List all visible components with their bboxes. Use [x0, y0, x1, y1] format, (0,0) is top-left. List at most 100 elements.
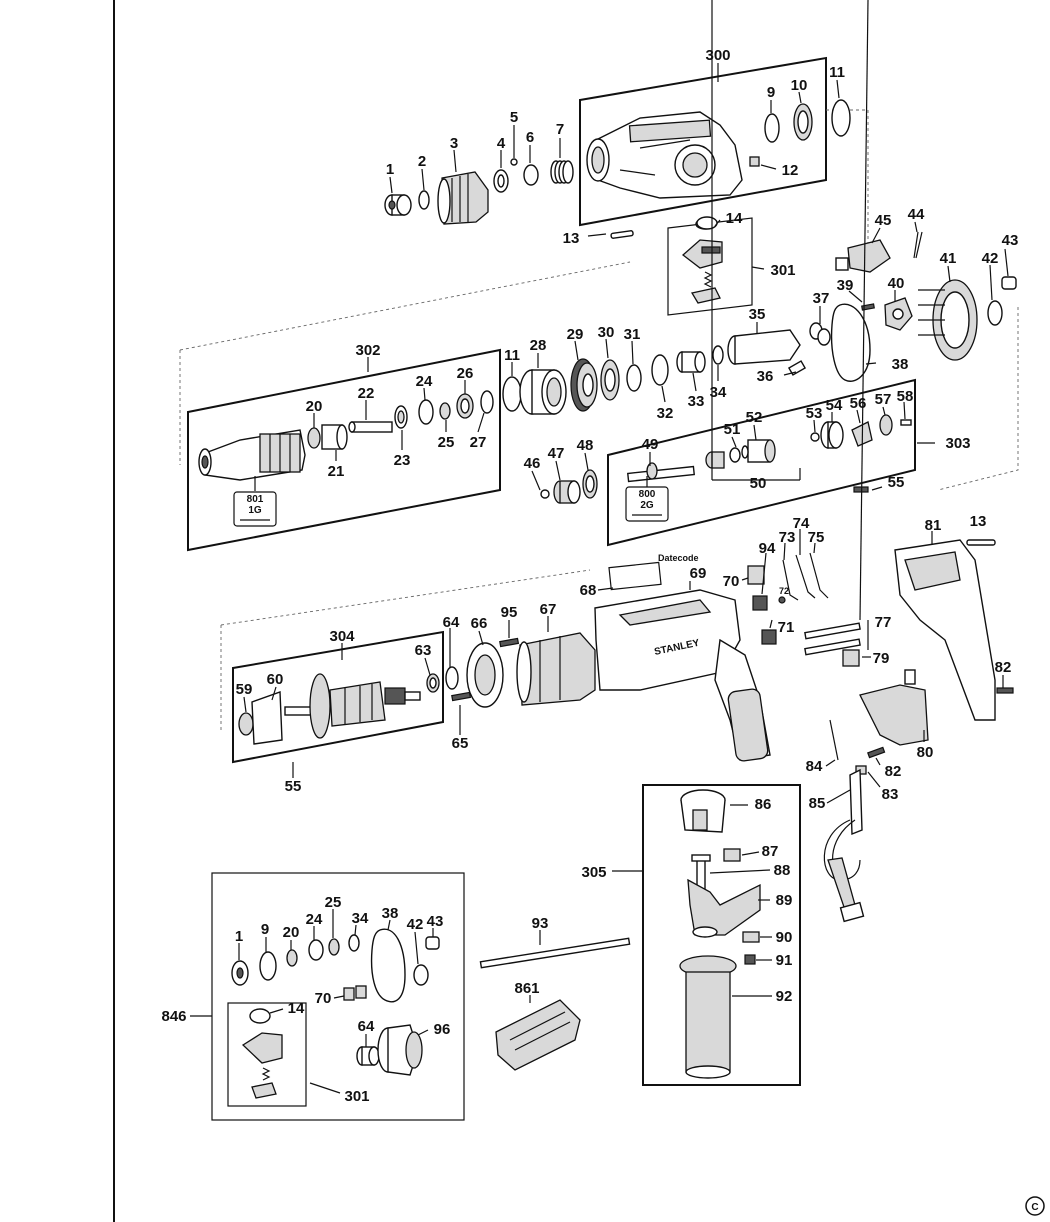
svg-text:46: 46: [524, 455, 541, 472]
svg-text:55: 55: [285, 778, 302, 795]
part-77-leads: [804, 622, 861, 656]
part-3-sleeve: [437, 171, 489, 225]
svg-text:7: 7: [556, 121, 564, 138]
part-69-motor-housing: STANLEY: [594, 589, 771, 762]
svg-text:43: 43: [427, 913, 444, 930]
svg-text:94: 94: [759, 540, 776, 557]
svg-text:1G: 1G: [248, 505, 262, 516]
svg-text:800: 800: [639, 489, 656, 500]
svg-text:85: 85: [809, 795, 826, 812]
part-6-ring: [523, 164, 539, 186]
part-44-spring-clip: [913, 231, 923, 259]
svg-text:93: 93: [532, 915, 549, 932]
svg-text:70: 70: [723, 573, 740, 590]
svg-text:2G: 2G: [640, 500, 654, 511]
part-24-ring: [418, 399, 434, 425]
svg-text:50: 50: [750, 475, 767, 492]
svg-text:28: 28: [530, 337, 547, 354]
svg-text:81: 81: [925, 517, 942, 534]
part-59-bearing: [238, 712, 254, 736]
part-53-washer: [810, 432, 820, 442]
part-33-piston: [676, 351, 706, 373]
svg-text:38: 38: [892, 356, 909, 373]
svg-text:14: 14: [726, 210, 743, 227]
svg-text:2: 2: [418, 153, 426, 170]
svg-text:87: 87: [762, 843, 779, 860]
svg-text:65: 65: [452, 735, 469, 752]
part-5-ball: [510, 158, 518, 166]
part-300-gear-housing: [586, 111, 743, 199]
svg-text:67: 67: [540, 601, 557, 618]
svg-text:33: 33: [688, 393, 705, 410]
svg-text:75: 75: [808, 529, 825, 546]
callout-labels: 300 1 2 3 4 5 6 7 9 10 11 12 13 14 301 4…: [161, 47, 1018, 1105]
svg-text:44: 44: [908, 206, 925, 223]
part-91-nut: [744, 954, 756, 965]
svg-text:304: 304: [329, 628, 355, 645]
part-95-screw: [499, 637, 520, 648]
part-39-screw: [861, 303, 875, 311]
svg-text:73: 73: [779, 529, 796, 546]
assembly-box-304: [232, 630, 444, 764]
part-2-ring: [418, 190, 430, 210]
svg-text:34: 34: [352, 910, 369, 927]
svg-text:82: 82: [995, 659, 1012, 676]
part-1-cap: [384, 194, 412, 216]
part-10-bearing: [793, 103, 813, 141]
svg-text:52: 52: [746, 409, 763, 426]
svg-text:13: 13: [563, 230, 580, 247]
svg-text:4: 4: [497, 135, 506, 152]
part-38-belt: [830, 303, 871, 382]
svg-text:84: 84: [806, 758, 823, 775]
svg-text:42: 42: [982, 250, 999, 267]
svg-text:37: 37: [813, 290, 830, 307]
svg-text:63: 63: [415, 642, 432, 659]
kit-part-24: [308, 939, 324, 961]
part-64-ring: [445, 666, 459, 690]
part-26-bearing: [456, 393, 474, 419]
svg-text:1: 1: [235, 928, 243, 945]
part-20-bearing: [307, 427, 321, 449]
svg-text:48: 48: [577, 437, 594, 454]
svg-text:64: 64: [443, 614, 460, 631]
svg-text:29: 29: [567, 326, 584, 343]
kit-part-301: [241, 1032, 283, 1099]
svg-text:3: 3: [450, 135, 458, 152]
kit-part-34: [348, 934, 360, 952]
svg-text:1: 1: [386, 161, 394, 178]
svg-text:45: 45: [875, 212, 892, 229]
svg-text:9: 9: [261, 921, 269, 938]
part-86-clamp-band: [680, 789, 726, 833]
svg-text:57: 57: [875, 391, 892, 408]
part-30-clutch: [600, 359, 620, 401]
svg-text:14: 14: [288, 1000, 305, 1017]
svg-text:31: 31: [624, 326, 641, 343]
svg-text:90: 90: [776, 929, 793, 946]
copyright-mark: C: [1025, 1196, 1045, 1216]
part-41-crank-housing: [918, 279, 978, 361]
svg-text:58: 58: [897, 388, 914, 405]
part-90-clip: [742, 931, 760, 943]
svg-text:68: 68: [580, 582, 597, 599]
svg-text:88: 88: [774, 862, 791, 879]
svg-text:20: 20: [306, 398, 323, 415]
svg-text:69: 69: [690, 565, 707, 582]
part-42-ring: [987, 300, 1003, 326]
svg-text:9: 9: [767, 84, 775, 101]
part-57-gear: [879, 414, 893, 436]
svg-text:66: 66: [471, 615, 488, 632]
part-93-depth-rod: [479, 937, 631, 969]
part-72-screw: [778, 596, 786, 604]
svg-text:59: 59: [236, 681, 253, 698]
svg-text:77: 77: [875, 614, 892, 631]
svg-text:51: 51: [724, 421, 741, 438]
part-48-bearing: [582, 469, 598, 499]
svg-text:43: 43: [1002, 232, 1019, 249]
svg-text:96: 96: [434, 1021, 451, 1038]
svg-text:80: 80: [917, 744, 934, 761]
part-22-shaft: [348, 421, 393, 433]
part-37-rings: [809, 322, 831, 346]
part-71-brush: [761, 629, 777, 645]
part-63-bearing: [426, 673, 440, 693]
part-85-power-cord: [823, 719, 865, 923]
